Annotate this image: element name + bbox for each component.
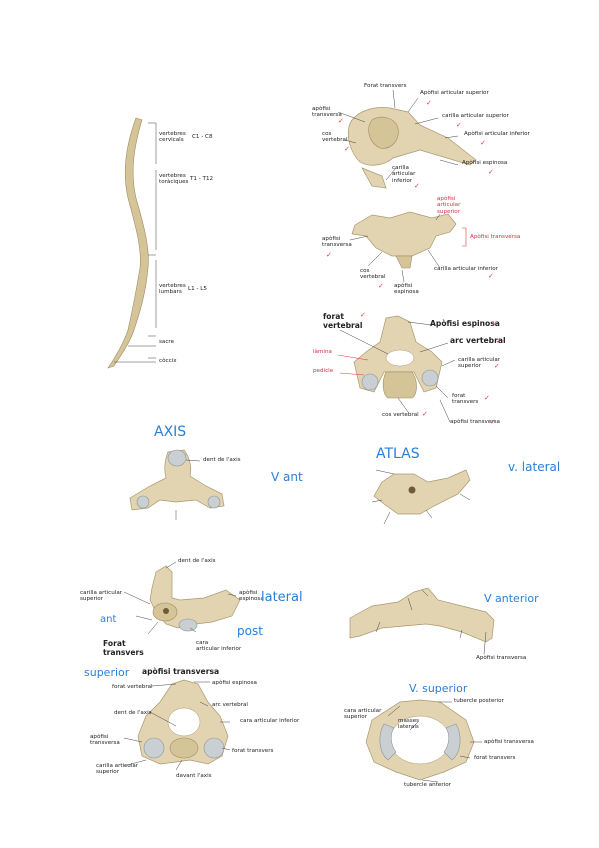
sacrum-label: sacre bbox=[159, 339, 175, 345]
checkmark: ✓ bbox=[496, 337, 502, 345]
checkmark: ✓ bbox=[414, 182, 420, 190]
checkmark: ✓ bbox=[338, 117, 344, 125]
checkmark: ✓ bbox=[490, 418, 496, 426]
label-carilla-articular-superior-7: cara articular superior bbox=[344, 708, 382, 721]
label-forat-transvers-3: forat transvers bbox=[452, 393, 479, 406]
checkmark: ✓ bbox=[488, 168, 494, 176]
label-carilla-articular-superior-6: carilla articular superior bbox=[96, 763, 139, 776]
checkmark: ✓ bbox=[494, 362, 500, 370]
label-apofisi-transversa-2: apòfisi transversa bbox=[322, 236, 352, 249]
checkmark: ✓ bbox=[484, 394, 490, 402]
checkmark: ✓ bbox=[426, 99, 432, 107]
label-tubercle-posterior: tubercle posterior bbox=[454, 698, 504, 704]
checkmark: ✓ bbox=[378, 282, 384, 290]
label-carilla-articular-inferior-4: cara articular inferior bbox=[196, 640, 242, 653]
anterior-direction-label: ant bbox=[100, 614, 117, 625]
label-arc-vertebral-6: arc vertebral bbox=[212, 702, 248, 708]
checkmark: ✓ bbox=[344, 145, 350, 153]
cervical-top-illustration bbox=[337, 315, 456, 423]
label-apofisi-transversa-7: apòfisi transversa bbox=[484, 739, 534, 745]
label-apofisi-transversa-5: Apòfisi transversa bbox=[476, 655, 527, 661]
label-dent-axis-3: dent de l'axis bbox=[114, 710, 152, 716]
label-apofisi-espinosa-2: apòfisi espinosa bbox=[394, 283, 419, 296]
label-cos-vertebral-3: cos vertebral bbox=[382, 412, 419, 418]
label-forat-vertebral-3: forat vertebral bbox=[323, 312, 363, 330]
label-pedicle: pedicle bbox=[313, 368, 334, 374]
label-forat-vertebral-6: forat vertebral bbox=[112, 684, 153, 690]
label-carilla-articular-superior-1: carilla articular superior bbox=[442, 113, 509, 119]
checkmark: ✓ bbox=[488, 272, 494, 280]
label-apofisi-articular-inferior-1: Apòfisi articular inferior bbox=[464, 131, 530, 137]
label-apofisi-transversa-1: apòfisi transversa bbox=[312, 106, 342, 119]
checkmark: ✓ bbox=[422, 410, 428, 418]
label-apofisi-articular-superior-1: Apòfisi articular superior bbox=[420, 90, 489, 96]
thoracic-region-range: T1 - T12 bbox=[190, 176, 214, 182]
label-carilla-articular-inferior-1: carilla articular inferior bbox=[392, 165, 416, 184]
label-arc-vertebral-3: arc vertebral bbox=[450, 336, 506, 345]
label-davant-axis: davant l'axis bbox=[176, 773, 212, 779]
lumbar-region-label: vertebres lumbars bbox=[159, 283, 186, 296]
axis-anterior-illustration bbox=[129, 449, 225, 520]
axis-superior-illustration bbox=[123, 679, 231, 771]
label-apofisi-espinosa-4: apòfisi espinosa bbox=[239, 590, 264, 603]
spine-column-illustration bbox=[107, 117, 157, 369]
cervical-front-illustration bbox=[349, 211, 467, 283]
checkmark: ✓ bbox=[480, 139, 486, 147]
view-superior-atlas-label: V. superior bbox=[409, 682, 468, 695]
thoracic-lateral-illustration bbox=[337, 89, 477, 189]
label-carilla-articular-superior-4: carilla articular superior bbox=[80, 590, 123, 603]
label-dent-axis-2: dent de l'axis bbox=[178, 558, 216, 564]
label-carilla-articular-inferior-6: cara articular inferior bbox=[240, 718, 300, 724]
label-apofisi-transversa-red: Apòfisi transversa bbox=[470, 234, 521, 240]
cervical-region-label: vertebres cervicals bbox=[159, 131, 186, 144]
thoracic-region-label: vertebres toràciques bbox=[159, 173, 189, 186]
view-lateral-axis-label: lateral bbox=[261, 590, 303, 605]
atlas-title: ATLAS bbox=[376, 446, 420, 462]
label-apofisi-transversa-6: apòfisi transversa bbox=[142, 667, 220, 676]
atlas-anterior-illustration bbox=[349, 587, 495, 655]
lumbar-region-range: L1 - L5 bbox=[188, 286, 207, 292]
view-anterior-atlas-label: V anterior bbox=[484, 592, 539, 605]
label-dent-axis-1: dent de l'axis bbox=[203, 457, 241, 463]
view-superior-axis-label: superior bbox=[84, 666, 130, 679]
label-forat-transvers-1: Forat transvers bbox=[364, 83, 407, 89]
label-carilla-articular-superior-3: carilla articular superior bbox=[458, 357, 501, 370]
label-forat-transvers-6: forat transvers bbox=[232, 748, 274, 754]
checkmark: ✓ bbox=[456, 121, 462, 129]
label-apofisi-espinosa-1: Apòfisi espinosa bbox=[462, 160, 508, 166]
label-lamina: làmina bbox=[313, 349, 332, 355]
label-apofisi-transversa-6b: apòfisi transversa bbox=[90, 734, 120, 747]
cervical-region-range: C1 - C8 bbox=[192, 134, 213, 140]
coccyx-label: còccix bbox=[159, 358, 177, 364]
label-cos-vertebral-2: cos vertebral bbox=[360, 268, 386, 281]
label-apofisi-espinosa-3: Apòfisi espinosa bbox=[430, 319, 500, 328]
atlas-lateral-illustration bbox=[371, 469, 471, 525]
checkmark: ✓ bbox=[326, 251, 332, 259]
label-apofisi-articular-superior-2: apòfisi articular superior bbox=[437, 196, 461, 215]
checkmark: ✓ bbox=[360, 311, 366, 319]
label-masses-laterals: masses laterals bbox=[398, 718, 420, 731]
label-forat-transvers-4: Forat transvers bbox=[103, 639, 144, 657]
label-tubercle-anterior: tubercle anterior bbox=[404, 782, 451, 788]
posterior-direction-label: post bbox=[237, 624, 263, 638]
label-apofisi-espinosa-6: apòfisi espinosa bbox=[212, 680, 257, 686]
atlas-superior-illustration bbox=[365, 699, 482, 783]
label-carilla-articular-inferior-2: carilla articular inferior bbox=[434, 266, 498, 272]
axis-title: AXIS bbox=[154, 424, 187, 440]
checkmark: ✓ bbox=[492, 320, 498, 328]
view-lateral-label: v. lateral bbox=[508, 460, 561, 474]
view-anterior-label: V ant bbox=[271, 470, 303, 484]
label-apofisi-transversa-3: apòfisi transversa bbox=[450, 419, 500, 425]
axis-lateral-illustration bbox=[123, 561, 241, 635]
label-cos-vertebral-1: cos vertebral bbox=[322, 131, 348, 144]
label-forat-transvers-7: forat transvers bbox=[474, 755, 516, 761]
